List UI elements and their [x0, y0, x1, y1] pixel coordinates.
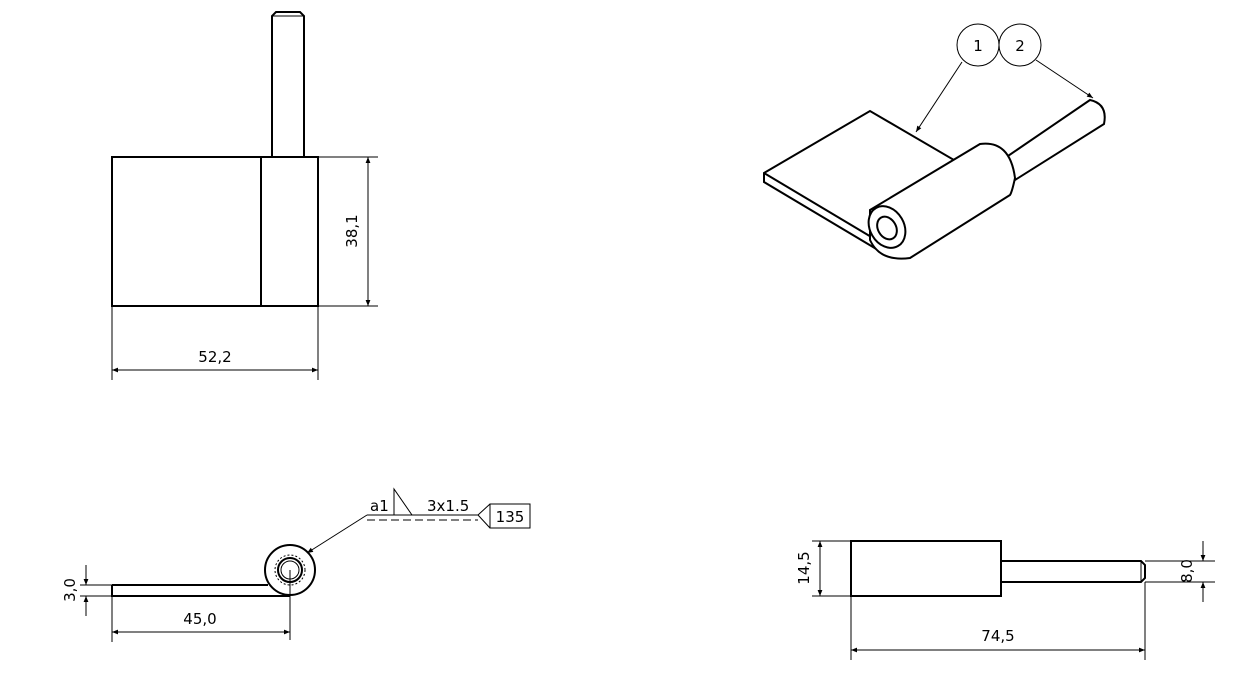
pin-iso — [1004, 98, 1106, 181]
dimension-height: 38,1 — [318, 156, 378, 307]
dimension-leaf-length: 45,0 — [111, 596, 290, 642]
bore-iso — [876, 215, 898, 241]
dimension-barrel: 14,5 — [795, 540, 851, 597]
balloon-label: 1 — [973, 37, 983, 55]
dim-label-leaf-length: 45,0 — [183, 610, 216, 628]
top-view: 14,5 8,0 74,5 — [795, 540, 1215, 660]
dim-label-height: 38,1 — [343, 214, 361, 247]
barrel-end-iso — [867, 205, 907, 249]
leaf-outline — [111, 156, 319, 307]
balloon-1: 1 — [956, 23, 1000, 67]
weld-seam — [274, 554, 306, 586]
dimension-thickness: 3,0 — [61, 565, 112, 616]
weld-spec-label: 3x1.5 — [427, 497, 469, 515]
side-view: 3,0 45,0 a1 3x1.5 135 — [61, 487, 531, 642]
dimension-pin: 8,0 — [1145, 541, 1215, 602]
balloon-label: 2 — [1015, 37, 1025, 55]
leaf-section — [111, 584, 290, 597]
weld-process-label: 135 — [496, 508, 525, 526]
pin-outline — [1001, 560, 1146, 583]
dim-label-pin: 8,0 — [1178, 559, 1196, 583]
dim-label-total-length: 74,5 — [981, 627, 1014, 645]
front-view: 38,1 52,2 — [111, 11, 378, 380]
pin-outline — [271, 11, 305, 157]
dimension-width: 52,2 — [111, 306, 319, 380]
weld-symbol: a1 3x1.5 135 — [306, 487, 531, 554]
barrel-outline — [850, 540, 1002, 597]
isometric-view: 1 2 — [763, 23, 1106, 260]
weld-throat-label: a1 — [370, 497, 389, 515]
dimension-total-length: 74,5 — [850, 582, 1146, 660]
balloon-2: 2 — [998, 23, 1042, 67]
dim-label-barrel: 14,5 — [795, 551, 813, 584]
dim-label-width: 52,2 — [198, 348, 231, 366]
dim-label-thickness: 3,0 — [61, 578, 79, 602]
